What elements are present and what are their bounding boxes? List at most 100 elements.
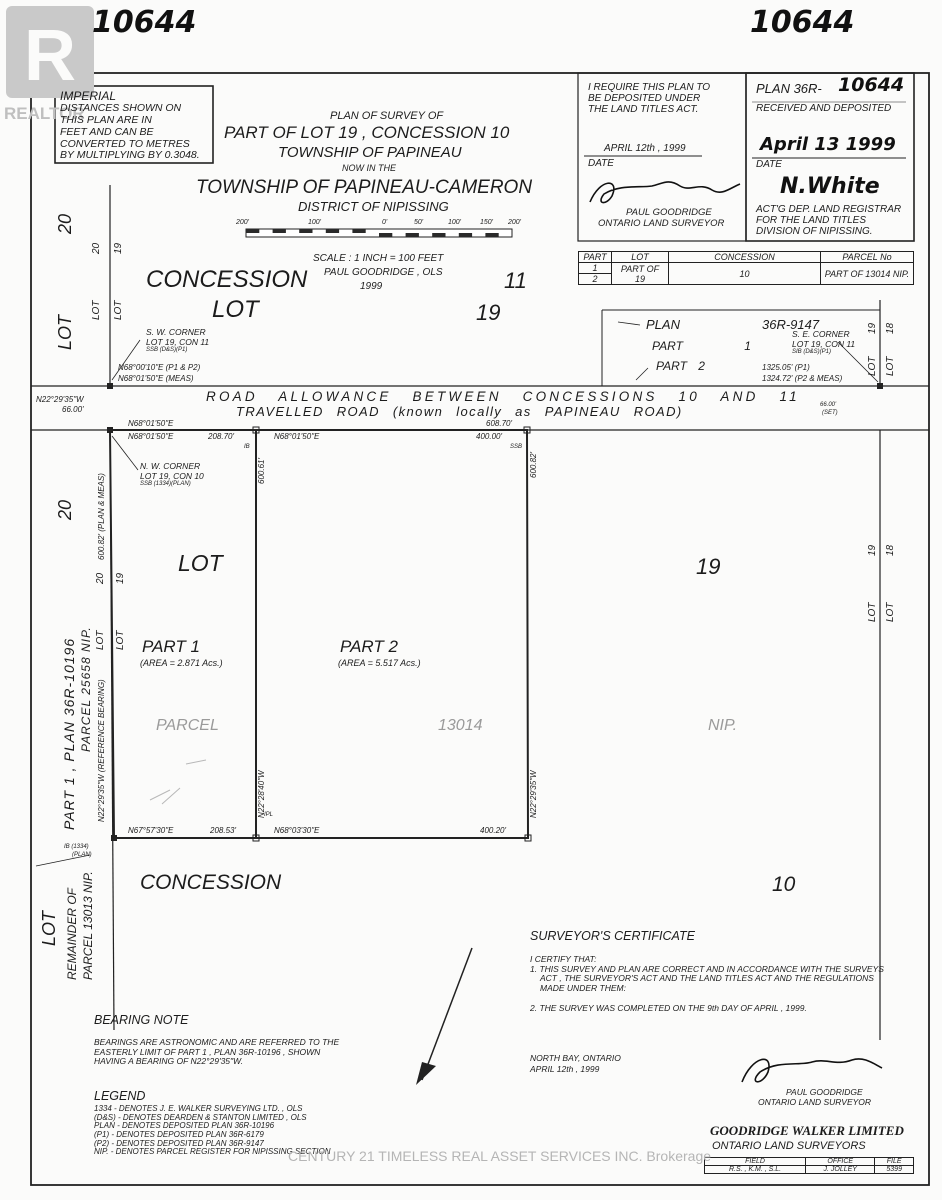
distance-west: 600.82' (PLAN & MEAS) [97, 473, 106, 560]
nw-corner-title: N. W. CORNER [140, 461, 201, 471]
col-label-lot-d: LOT [115, 630, 126, 650]
scale-surveyor: PAUL GOODRIDGE , OLS [324, 267, 443, 278]
left-label-lot-a: LOT [55, 314, 75, 350]
table-row: R.S. , K.M. , S.L. J. JOLLEY 5399 [703, 1165, 914, 1174]
bearing-part2-north: N68°01'50"E [274, 432, 320, 441]
label-part-1: PART 1 [142, 637, 200, 656]
bearing-west-reference: N22°29'35"W (REFERENCE BEARING) [97, 679, 106, 822]
firm-field-value: R.S. , K.M. , S.L. [703, 1165, 807, 1174]
label-travelled-road: TRAVELLED ROAD (known locally as PAPINEA… [236, 404, 683, 419]
left-label-lot-bottom: LOT [39, 910, 59, 946]
label-ssb: SSB [510, 444, 523, 450]
certificate-place: NORTH BAY, ONTARIO [530, 1053, 621, 1063]
certificate-heading: SURVEYOR'S CERTIFICATE [530, 929, 695, 943]
bearing-part1-north: N68°01'50"E [128, 432, 174, 441]
right-label-19b: 19 [867, 544, 878, 556]
firm-subtitle: ONTARIO LAND SURVEYORS [712, 1140, 866, 1152]
brokerage-watermark: CENTURY 21 TIMELESS REAL ASSET SERVICES … [288, 1148, 712, 1164]
scale-tick: 100' [448, 219, 462, 226]
label-lot-top-number: 19 [476, 300, 501, 325]
distance-east-top: 600.82' [529, 452, 538, 478]
distance-top-p1: 1325.05' (P1) [762, 363, 810, 372]
left-label-part-plan: PART 1 , PLAN 36R-10196 [61, 637, 77, 830]
realtor-logo-word: REALTOR [4, 104, 85, 123]
label-part-2-area: (AREA = 5.517 Acs.) [338, 658, 421, 668]
certificate-date: APRIL 12th , 1999 [530, 1064, 600, 1074]
registry-signature: N.White [780, 174, 880, 199]
label-ib-corner-plan: (PLAN) [72, 852, 92, 858]
col-label-20b: 20 [95, 572, 106, 584]
scale-bar-segment [325, 229, 340, 233]
sw-corner-note: S. W. CORNER LOT 19, CON 11 SSB (D&S)(P1… [146, 327, 210, 354]
imperial-line: CONVERTED TO METRES [60, 137, 190, 150]
realtor-logo-mark: R [6, 6, 94, 98]
col-label-19a: 19 [113, 242, 124, 254]
firm-name: GOODRIDGE WALKER LIMITED [710, 1123, 904, 1138]
firm-file-value: 5399 [874, 1165, 914, 1174]
table-row: 2 [578, 273, 914, 285]
scale-bar-segment [458, 233, 473, 237]
deposit-line: I REQUIRE THIS PLAN TO [588, 82, 711, 93]
sw-corner-ssb: SSB (D&S)(P1) [146, 347, 188, 354]
sw-corner-lot: LOT 19, CON 11 [146, 336, 210, 347]
registry-line: FOR THE LAND TITLES [756, 215, 867, 227]
se-corner-lot: LOT 19, CON 11 [792, 338, 856, 349]
registry-date-label: DATE [756, 159, 782, 170]
label-plan-ref: PLAN [646, 317, 680, 332]
bearing-note-line: BEARINGS ARE ASTRONOMIC AND ARE REFERRED… [94, 1037, 340, 1047]
legend-heading: LEGEND [94, 1089, 146, 1103]
bearing-note-body: BEARINGS ARE ASTRONOMIC AND ARE REFERRED… [94, 1037, 340, 1067]
firm-office-value: J. JOLLEY [805, 1165, 876, 1174]
imperial-line: THIS PLAN ARE IN [60, 114, 152, 127]
right-label-lot-d: LOT [885, 602, 896, 622]
nw-corner-note: N. W. CORNER LOT 19, CON 10 SSB (1334)(P… [140, 461, 204, 488]
distance-part2-north: 400.00' [476, 432, 502, 441]
scale-bar-segment [379, 233, 393, 237]
nw-corner-lot: LOT 19, CON 10 [140, 470, 204, 481]
scale-bar-segment [352, 229, 366, 233]
parts-cell-concession: 10 [668, 262, 821, 285]
imperial-note: IMPERIAL DISTANCES SHOWN ON THIS PLAN AR… [60, 89, 200, 162]
bearing-part2-south: N68°03'30"E [274, 826, 320, 835]
label-lot-top: LOT [212, 296, 259, 323]
col-label-19b: 19 [115, 572, 126, 584]
left-label-remainder-parcel: PARCEL 13013 NIP. [81, 871, 95, 980]
label-concession-10-number: 10 [772, 873, 796, 896]
label-concession-10: CONCESSION [140, 871, 282, 894]
imperial-heading: IMPERIAL [60, 89, 117, 103]
bearing-note-heading: BEARING NOTE [94, 1013, 189, 1027]
road-width-right-set: (SET) [822, 410, 838, 416]
certificate-line: I CERTIFY THAT: [530, 954, 597, 964]
scale-bar-segment [485, 233, 499, 237]
scale-tick: 0' [382, 219, 388, 226]
registry-plan-label: PLAN 36R- [756, 81, 822, 96]
col-label-lot-b: LOT [113, 300, 124, 320]
registry-date: April 13 1999 [760, 134, 896, 155]
distance-north-road: 608.70' [486, 419, 512, 428]
bearing-note-line: HAVING A BEARING OF N22°29'35"W. [94, 1056, 244, 1067]
col-label-lot-a: LOT [91, 300, 102, 320]
scale-bar-segment [299, 229, 313, 233]
label-part-1-area: (AREA = 2.871 Acs.) [140, 658, 223, 668]
parts-header-parcel: PARCEL No [820, 251, 914, 263]
parts-table-header: PART LOT CONCESSION PARCEL No [578, 251, 914, 263]
firm-file-label: FILE [874, 1157, 914, 1166]
label-part-2: PART 2 [340, 637, 398, 656]
file-number-left: 10644 [92, 5, 197, 40]
se-corner-note: S. E. CORNER LOT 19, CON 11 SIB (D&S)(P1… [792, 329, 856, 356]
sw-corner-title: S. W. CORNER [146, 327, 206, 337]
deposit-line: THE LAND TITLES ACT. [588, 104, 699, 116]
label-plan-ref-number: 36R-9147 [762, 317, 820, 332]
parts-cell-part: 2 [578, 273, 612, 285]
right-label-lot-c: LOT [867, 602, 878, 622]
deposit-signature [589, 181, 741, 204]
label-parcel-nip: NIP. [708, 717, 738, 734]
left-label-parcel: PARCEL 25658 NIP. [79, 626, 93, 752]
certificate-signature [741, 1058, 883, 1083]
realtor-logo: R REALTOR [0, 0, 100, 124]
scale-bar-segment [405, 233, 419, 237]
